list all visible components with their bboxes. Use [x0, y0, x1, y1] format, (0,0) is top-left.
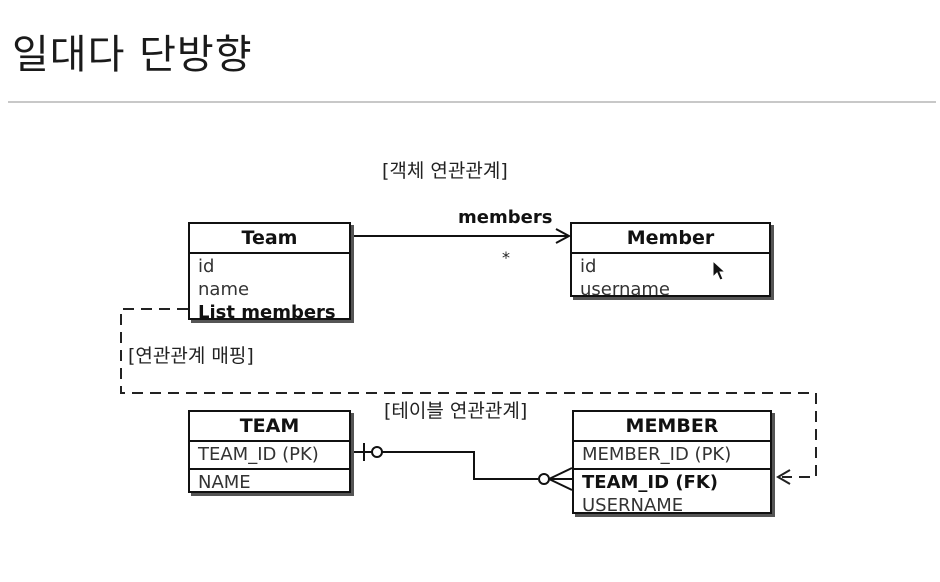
- page-title: 일대다 단방향: [12, 32, 253, 78]
- mapping-arrowhead: [776, 469, 791, 485]
- crowfoot-bottom: [548, 478, 573, 491]
- fk-relation-line: [351, 451, 538, 480]
- member-class-name: Member: [572, 224, 769, 254]
- team-attr-name: name: [198, 279, 250, 300]
- team-table-box: TEAM TEAM_ID (PK) NAME: [188, 410, 351, 493]
- member-col-username: USERNAME: [582, 495, 684, 516]
- mouse-cursor-icon: [712, 260, 726, 281]
- association-multiplicity: *: [502, 248, 510, 267]
- team-table-column-section: NAME: [190, 470, 349, 496]
- table-relation-caption: [테이블 연관관계]: [384, 400, 528, 422]
- many-circle: [538, 473, 550, 485]
- members-arrowhead: [555, 228, 572, 244]
- member-attr-id: id: [580, 256, 597, 277]
- one-circle: [371, 446, 383, 458]
- mapping-caption: [연관관계 매핑]: [128, 345, 254, 367]
- member-class-attributes: id username: [572, 254, 769, 303]
- team-attr-list-members: List members: [198, 302, 336, 323]
- member-attr-username: username: [580, 279, 670, 300]
- team-table-key-section: TEAM_ID (PK): [190, 442, 349, 470]
- association-label: members: [458, 207, 553, 228]
- mapping-dashed-line: [120, 308, 817, 478]
- object-relation-caption: [객체 연관관계]: [382, 160, 508, 182]
- crowfoot-top: [548, 467, 573, 480]
- team-attr-id: id: [198, 256, 215, 277]
- member-table-box: MEMBER MEMBER_ID (PK) TEAM_ID (FK) USERN…: [572, 410, 772, 516]
- title-divider: [8, 101, 936, 103]
- team-col-team-id: TEAM_ID (PK): [198, 444, 319, 465]
- member-col-member-id: MEMBER_ID (PK): [582, 444, 732, 465]
- team-table-name: TEAM: [190, 412, 349, 442]
- member-class-box: Member id username: [570, 222, 771, 300]
- team-class-attributes: id name List members: [190, 254, 349, 326]
- member-col-team-id-fk: TEAM_ID (FK): [582, 472, 719, 493]
- member-table-name: MEMBER: [574, 412, 770, 442]
- member-table-column-section: TEAM_ID (FK) USERNAME: [574, 470, 770, 519]
- team-class-name: Team: [190, 224, 349, 254]
- team-class-box: Team id name List members: [188, 222, 351, 323]
- member-table-key-section: MEMBER_ID (PK): [574, 442, 770, 470]
- team-col-name: NAME: [198, 472, 251, 493]
